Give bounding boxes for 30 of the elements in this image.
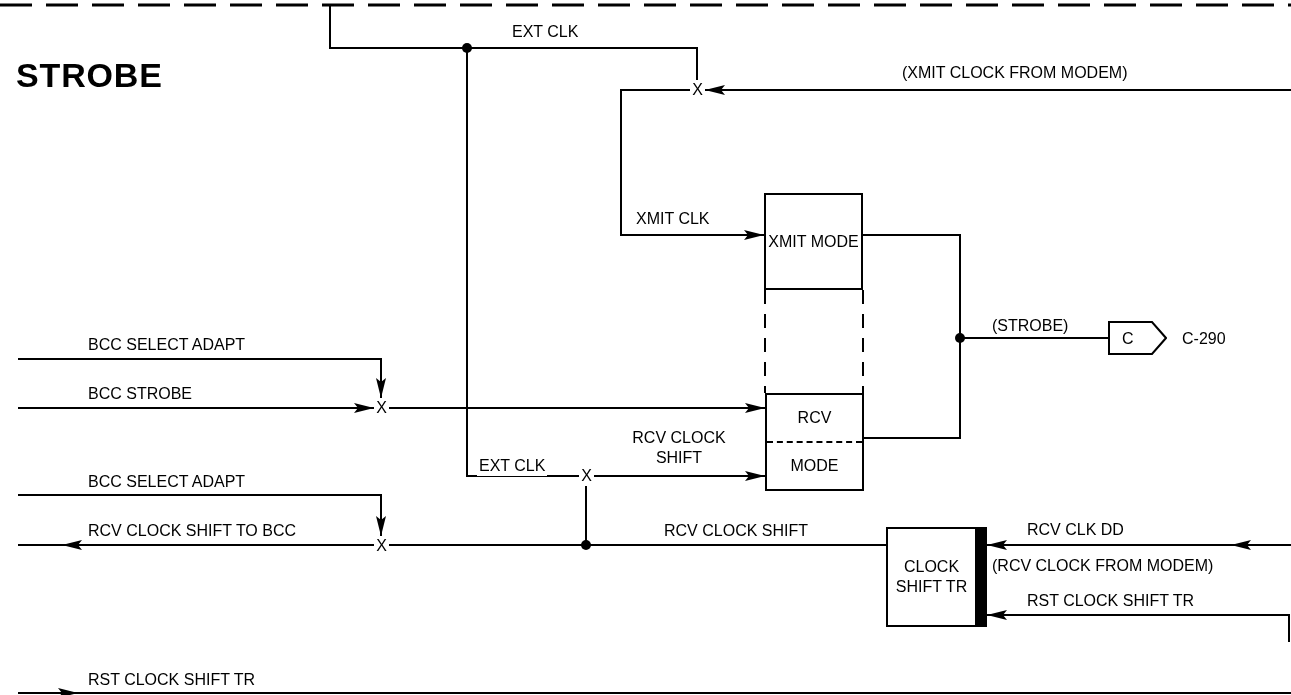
logic-block [765,393,864,491]
signal-line [17,403,375,413]
dashed-link-line [764,289,766,394]
edge-label: (XMIT CLOCK FROM MODEM) [900,63,1130,83]
signal-line [986,540,1291,550]
signal-line [17,540,375,550]
signal-line [704,85,1291,95]
signal-line [593,471,766,481]
or-mark: X [692,80,703,100]
or-mark: X [581,466,592,486]
edge-label: EXT CLK [477,456,548,476]
page-reference: C-290 [1182,329,1226,349]
edge-label: (STROBE) [990,316,1071,336]
logic-block [886,527,987,627]
signal-line [620,89,765,240]
connector-letter: C [1122,329,1134,349]
or-mark: X [376,398,387,418]
logic-block [764,193,863,290]
box-label: RCV [797,408,832,428]
box-label: CLOCK SHIFT TR [894,557,969,597]
box-label: XMIT MODE [768,231,859,252]
or-mark: X [376,536,387,556]
signal-line [388,403,766,413]
box-label: MODE [790,456,839,476]
signal-line [986,610,1290,643]
signal-name: (RCV CLOCK FROM MODEM) [990,556,1216,576]
diagram-title: STROBE [16,58,163,92]
dashed-link-line [862,289,864,394]
signal-line [17,494,386,537]
signal-line [17,358,386,399]
